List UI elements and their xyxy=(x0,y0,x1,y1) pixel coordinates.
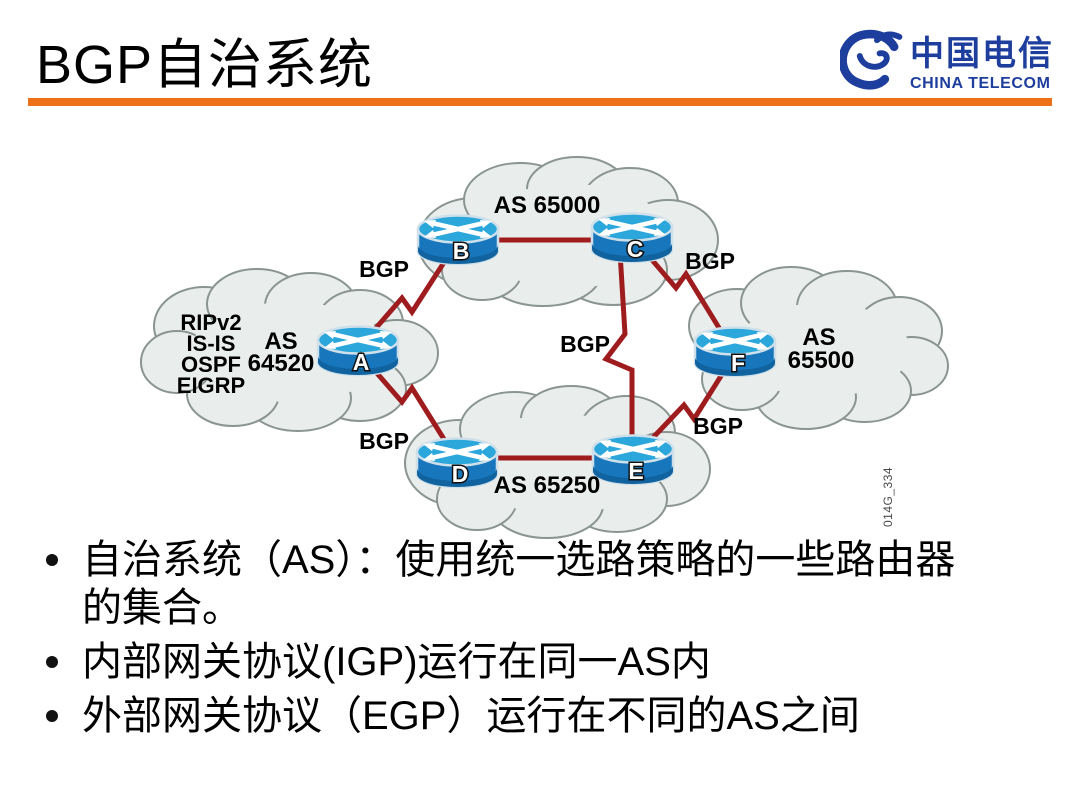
as65500-label-line1: AS xyxy=(802,324,835,351)
link-a-b-lightning xyxy=(360,248,455,346)
router-b: B xyxy=(418,216,498,265)
link-a-d-lightning xyxy=(360,354,455,454)
igp-protocol-ospf: OSPF xyxy=(181,352,241,377)
router-c-letter: C xyxy=(627,236,644,262)
page-title: BGP自治系统 xyxy=(36,35,374,95)
igp-protocol-ripv2: RIPv2 xyxy=(180,310,241,335)
as65000-label: AS 65000 xyxy=(494,192,601,219)
china-telecom-icon xyxy=(840,29,903,90)
bullet-text: 外部网关协议（EGP）运行在不同的AS之间 xyxy=(82,694,860,738)
bullet-item-igp: 内部网关协议(IGP)运行在同一AS内 xyxy=(36,638,996,686)
title-divider xyxy=(28,98,1052,106)
igp-protocol-isis: IS-IS xyxy=(187,331,236,356)
router-f-letter: F xyxy=(731,350,745,376)
figure-id: 014G_334 xyxy=(881,467,895,527)
as64520-label-line1: AS xyxy=(264,328,297,355)
as65500-label-line2: 65500 xyxy=(788,347,855,374)
igp-protocol-eigrp: EIGRP xyxy=(177,373,245,398)
router-d: D xyxy=(417,439,497,488)
bullet-list: 自治系统（AS）：使用统一选路策略的一些路由器的集合。 内部网关协议(IGP)运… xyxy=(36,536,996,746)
bullet-marker xyxy=(46,554,58,566)
as64520-label-line2: 64520 xyxy=(248,350,315,377)
router-b-letter: B xyxy=(453,238,470,264)
bgp-label-c-f: BGP xyxy=(685,248,735,274)
china-telecom-wordmark: 中国电信 CHINA TELECOM xyxy=(910,26,1054,93)
router-c: C xyxy=(592,214,672,263)
router-d-letter: D xyxy=(452,461,469,487)
link-c-e-lightning xyxy=(602,251,635,446)
china-telecom-logo: 中国电信 CHINA TELECOM xyxy=(840,26,1054,93)
router-e-letter: E xyxy=(628,458,643,484)
router-a: A xyxy=(318,327,398,376)
bgp-label-a-b: BGP xyxy=(359,256,409,282)
bullet-marker xyxy=(46,656,58,668)
router-f: F xyxy=(695,328,775,377)
link-e-f-lightning xyxy=(643,366,729,448)
as65500-cloud xyxy=(688,266,949,430)
bgp-label-e-f: BGP xyxy=(693,413,743,439)
bullet-marker xyxy=(46,710,58,722)
as65250-label: AS 65250 xyxy=(494,472,601,499)
bgp-label-c-e: BGP xyxy=(560,331,610,357)
router-e: E xyxy=(593,436,673,485)
bullet-item-as-definition: 自治系统（AS）：使用统一选路策略的一些路由器的集合。 xyxy=(36,536,996,632)
logo-chinese-text: 中国电信 xyxy=(910,36,1054,73)
logo-english-text: CHINA TELECOM xyxy=(910,75,1051,92)
link-c-f-lightning xyxy=(639,245,727,338)
bgp-label-a-d: BGP xyxy=(359,428,409,454)
bullet-text: 内部网关协议(IGP)运行在同一AS内 xyxy=(82,640,711,684)
bullet-item-egp: 外部网关协议（EGP）运行在不同的AS之间 xyxy=(36,692,996,740)
bullet-text: 自治系统（AS）：使用统一选路策略的一些路由器的集合。 xyxy=(82,538,956,630)
router-a-letter: A xyxy=(353,349,370,375)
